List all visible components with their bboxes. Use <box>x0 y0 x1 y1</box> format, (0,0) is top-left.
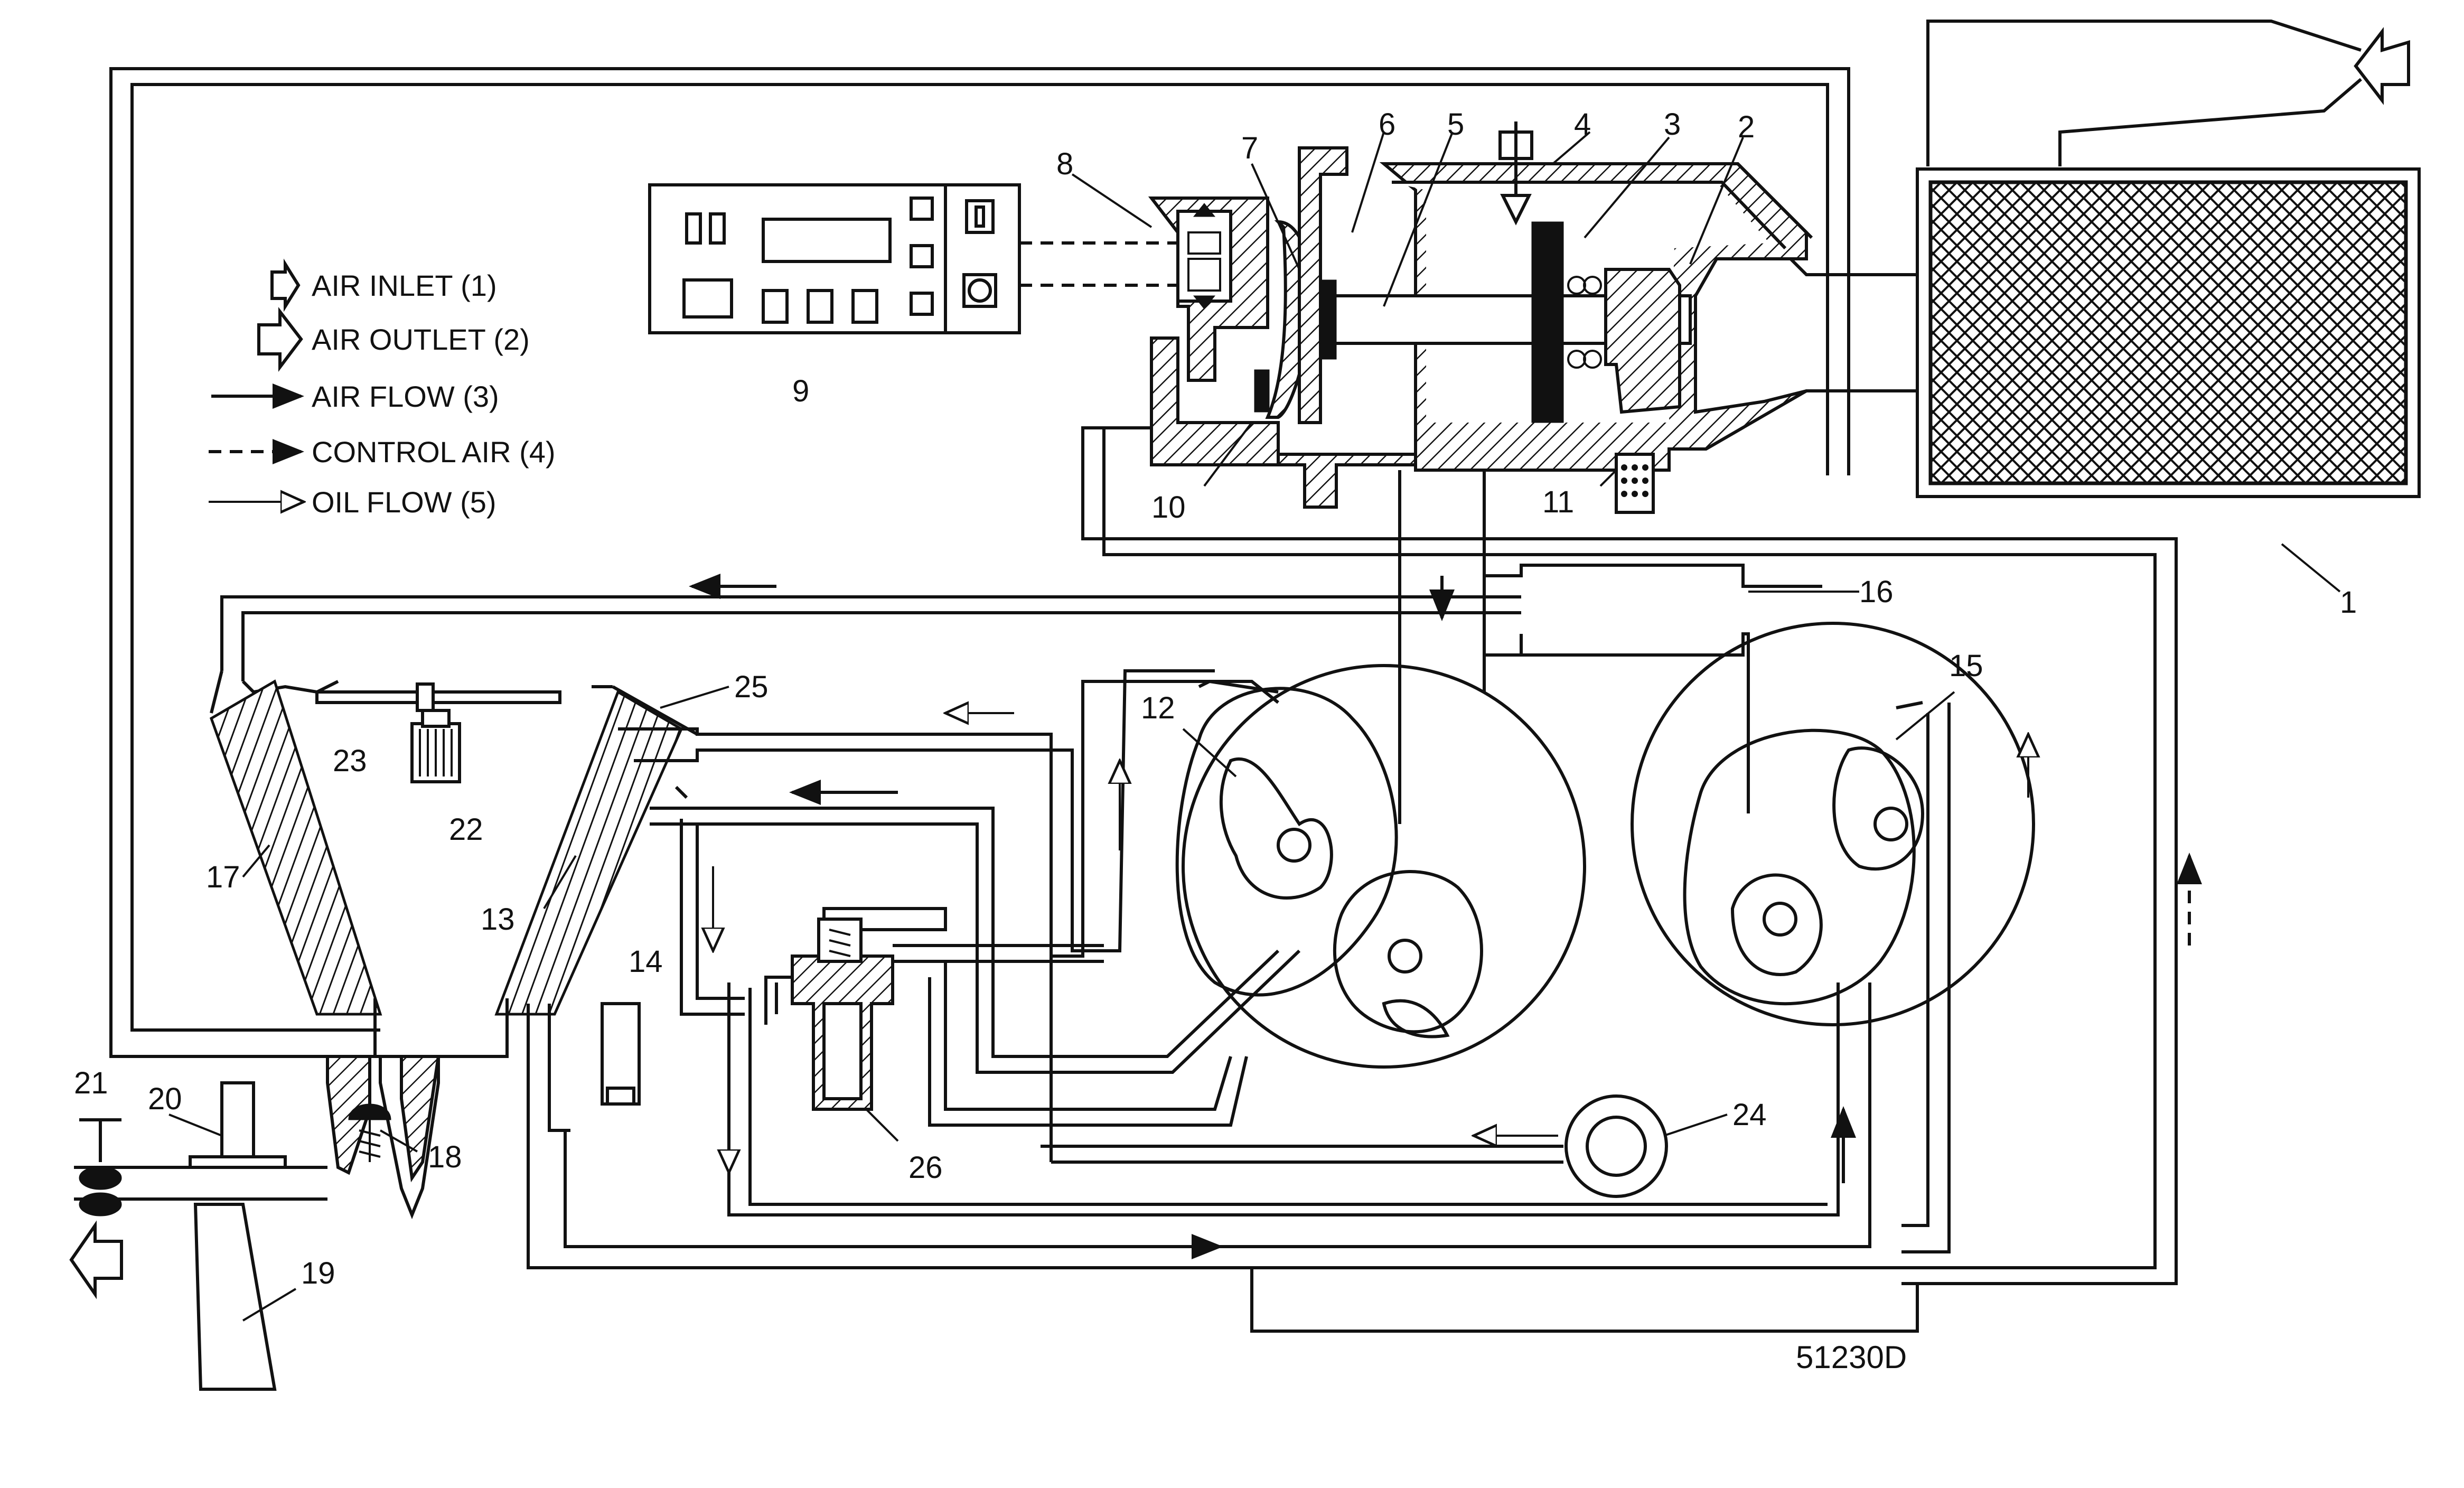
callout-24: 24 <box>1732 1098 1767 1132</box>
callout-1: 1 <box>2340 585 2357 620</box>
legend-air-inlet: AIR INLET (1) <box>312 269 497 302</box>
callout-10: 10 <box>1151 490 1186 525</box>
air-outlet-legend-icon <box>257 307 303 372</box>
compressor-stage-2 <box>1631 622 2035 1026</box>
legend-air-outlet: AIR OUTLET (2) <box>312 323 530 356</box>
callout-12: 12 <box>1141 691 1175 725</box>
callout-21: 21 <box>74 1066 108 1100</box>
callout-7: 7 <box>1241 131 1258 165</box>
air-filter <box>1741 20 2421 498</box>
callout-13: 13 <box>481 902 515 937</box>
callout-6: 6 <box>1379 107 1395 142</box>
callout-19: 19 <box>301 1256 335 1290</box>
minimum-pressure-valve <box>326 1055 441 1183</box>
callout-numbers: 1 2 3 4 5 6 7 8 9 10 11 12 13 14 15 16 1… <box>74 107 2357 1290</box>
callout-23: 23 <box>333 744 367 778</box>
callout-16: 16 <box>1859 575 1894 609</box>
callout-25: 25 <box>734 670 769 704</box>
legend-air-flow: AIR FLOW (3) <box>312 380 499 413</box>
compressor-stage-1 <box>1175 664 1586 1069</box>
figure-code: 51230D <box>1796 1340 1907 1375</box>
callout-15: 15 <box>1949 649 1983 683</box>
control-panel <box>648 183 1021 334</box>
legend-oil-flow: OIL FLOW (5) <box>312 485 496 519</box>
callout-26: 26 <box>908 1150 943 1185</box>
inlet-valve-housing <box>1148 121 1813 514</box>
air-piping <box>109 67 2178 1285</box>
unloader-filter <box>1621 464 1648 497</box>
callout-14: 14 <box>629 944 663 979</box>
air-inlet-legend-icon <box>270 258 301 312</box>
legend-control-air: CONTROL AIR (4) <box>312 435 556 469</box>
callout-4: 4 <box>1574 107 1591 142</box>
callout-22: 22 <box>449 812 483 847</box>
oil-separator <box>209 670 698 1058</box>
callout-8: 8 <box>1056 147 1073 181</box>
callout-5: 5 <box>1447 107 1464 142</box>
callout-3: 3 <box>1664 107 1681 142</box>
callout-11: 11 <box>1542 485 1574 519</box>
callout-9: 9 <box>792 374 809 408</box>
callout-18: 18 <box>428 1140 462 1174</box>
air-outlet-arrow-icon <box>69 1220 123 1299</box>
callout-leaders <box>168 131 2341 1322</box>
callout-17: 17 <box>206 860 240 894</box>
oil-piping <box>527 669 2202 1333</box>
callout-2: 2 <box>1738 110 1755 144</box>
air-inlet-arrow-icon <box>2354 27 2410 105</box>
legend: AIR INLET (1) AIR OUTLET (2) AIR FLOW (3… <box>209 258 556 519</box>
callout-20: 20 <box>148 1082 182 1116</box>
